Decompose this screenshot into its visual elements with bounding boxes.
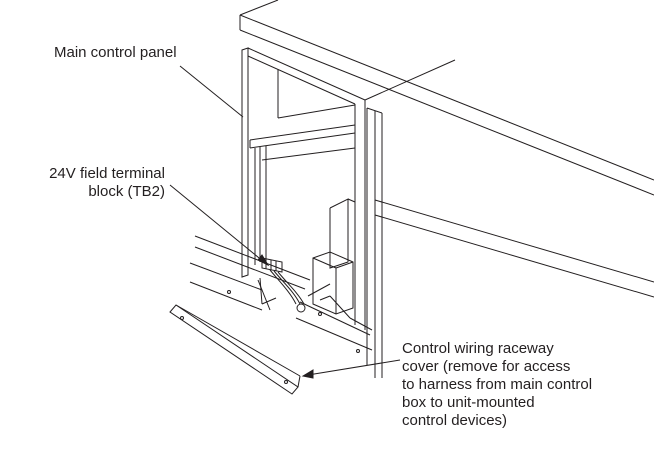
main-control-panel: [241, 47, 366, 330]
callout-field-terminal-block-line-2: block (TB2): [88, 183, 165, 200]
callout-field-terminal-block: 24V field terminal block (TB2): [40, 165, 165, 201]
component-block: [312, 198, 356, 315]
callout-raceway-cover-line-4: box to unit-mounted: [402, 394, 535, 411]
leader-main-control-panel: [179, 65, 244, 118]
callout-main-control-panel-line-1: Main control panel: [54, 44, 177, 61]
raceway-channel: [189, 235, 373, 353]
arrowhead-terminal-block: [257, 254, 270, 267]
leader-terminal-block: [169, 184, 265, 263]
callout-raceway-cover-line-5: control devices): [402, 412, 508, 429]
arrowhead-raceway-cover: [301, 369, 314, 379]
callout-field-terminal-block-line-1: 24V field terminal: [49, 165, 165, 182]
raceway-cover: [169, 304, 301, 395]
terminal-block-tb2: [259, 257, 306, 313]
callout-raceway-cover-line-1: Control wiring raceway: [402, 340, 554, 357]
unit-cabinet: [239, 0, 654, 378]
leader-lines: [169, 65, 401, 379]
callout-raceway-cover: Control wiring raceway cover (remove for…: [402, 340, 592, 430]
callout-raceway-cover-line-3: to harness from main control: [402, 376, 593, 393]
leader-raceway-cover: [307, 359, 401, 376]
callout-raceway-cover-line-2: cover (remove for access: [402, 358, 571, 375]
callout-main-control-panel: Main control panel: [54, 44, 177, 62]
